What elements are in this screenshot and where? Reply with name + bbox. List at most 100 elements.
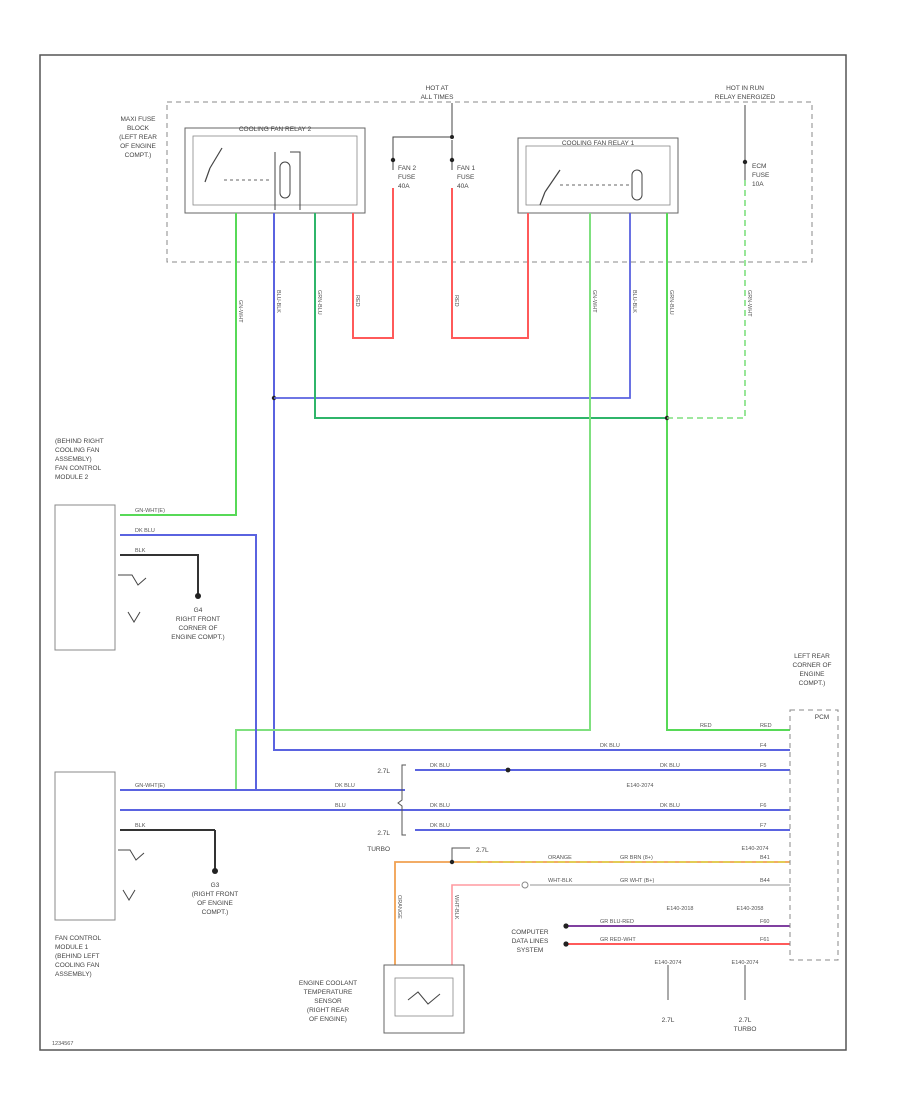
- g3-ground-label: G3 (RIGHT FRONT OF ENGINE COMPT.): [192, 882, 238, 916]
- pcm-box: [789, 709, 839, 961]
- ecm-fuse: ECM FUSE 10A: [742, 105, 770, 188]
- cooling-fan-relay-1: COOLING FAN RELAY 1: [517, 137, 679, 214]
- svg-text:40A: 40A: [457, 183, 469, 190]
- svg-text:(BEHIND LEFT: (BEHIND LEFT: [55, 953, 99, 960]
- fan-module-1-box: [54, 771, 116, 921]
- svg-text:ASSEMBLY): ASSEMBLY): [55, 971, 92, 978]
- wire-blue-module2: [120, 534, 257, 791]
- pcm-row5-a: DK BLU: [430, 823, 450, 829]
- svg-text:G4: G4: [194, 607, 203, 614]
- pcm-row4-c: F6: [760, 803, 766, 809]
- wire-label-mod1-3: BLU: [335, 803, 346, 809]
- wire-label-green-relay1: GN-WHT: [591, 290, 597, 313]
- pcm-row1-b: RED: [760, 723, 772, 729]
- svg-text:G3: G3: [211, 882, 220, 889]
- wire-label-green-dash: GRN-WHT: [746, 290, 752, 317]
- pcm-row7-c: B44: [760, 878, 770, 884]
- pcm-row5-b: F7: [760, 823, 766, 829]
- engine-2l-turbo-label-a2: TURBO: [367, 846, 390, 853]
- engine-2l-turbo-label-b2: TURBO: [734, 1026, 757, 1033]
- pcm-row9-a: GR RED-WHT: [600, 937, 636, 943]
- ect-sensor-label: ENGINE COOLANT TEMPERATURE SENSOR (RIGHT…: [299, 980, 357, 1023]
- engine-2l-label-ect: 2.7L: [476, 847, 489, 854]
- pcm-row6-c: B41: [760, 855, 770, 861]
- svg-text:ECM: ECM: [752, 163, 766, 170]
- computer-data-label: COMPUTER DATA LINES SYSTEM: [511, 929, 549, 954]
- wire-blue-relay2: [271, 213, 790, 751]
- wire-label-green-relay2: GN-WHT: [237, 300, 243, 323]
- fan-module-2-box: [54, 504, 116, 651]
- wire-label-green-pcm: GRN-BLU: [668, 290, 674, 315]
- module1-switch: [118, 849, 145, 901]
- svg-text:TEMPERATURE: TEMPERATURE: [304, 989, 353, 996]
- svg-text:COMPUTER: COMPUTER: [511, 929, 549, 936]
- engine-note-6: E140-2074: [732, 960, 759, 966]
- pcm-row4-b: DK BLU: [660, 803, 680, 809]
- svg-text:FAN 1: FAN 1: [457, 165, 475, 172]
- svg-text:OF ENGINE: OF ENGINE: [197, 900, 233, 907]
- svg-text:RIGHT FRONT: RIGHT FRONT: [176, 616, 220, 623]
- fan1-fuse: FAN 1 FUSE 40A: [449, 140, 475, 190]
- svg-text:DATA LINES: DATA LINES: [512, 938, 549, 945]
- wire-green-pcm: [664, 213, 790, 731]
- wire-label-mod1-1: GN-WHT(E): [135, 783, 165, 789]
- fan-module-2-label: (BEHIND RIGHT COOLING FAN ASSEMBLY) FAN …: [55, 438, 104, 481]
- pcm-row2-a: DK BLU: [600, 743, 620, 749]
- wire-label-ect-orange: ORANGE: [396, 895, 402, 919]
- wire-green-relay2: [120, 213, 237, 516]
- svg-text:10A: 10A: [752, 181, 764, 188]
- pcm-rows: [120, 767, 790, 1000]
- wire-black-relay1: [274, 213, 631, 399]
- wire-label-red-fan1: RED: [453, 295, 459, 307]
- wire-label-mod1-4: BLK: [135, 823, 146, 829]
- svg-text:COOLING FAN: COOLING FAN: [55, 962, 100, 969]
- engine-2l-turbo-label-b1: 2.7L: [739, 1017, 752, 1024]
- ect-sensor-box: [383, 964, 465, 1034]
- svg-text:SENSOR: SENSOR: [314, 998, 342, 1005]
- wire-label-red-fan2: RED: [354, 295, 360, 307]
- maxi-fuse-block-box: [166, 101, 813, 263]
- svg-text:COMPT.): COMPT.): [799, 680, 826, 687]
- pcm-row3-a: DK BLU: [430, 763, 450, 769]
- module2-switch: [118, 574, 147, 623]
- svg-text:FUSE: FUSE: [752, 172, 770, 179]
- hot-in-run-label-1: HOT IN RUN: [726, 85, 764, 92]
- svg-text:40A: 40A: [398, 183, 410, 190]
- engine-2l-label-a: 2.7L: [377, 768, 390, 775]
- svg-text:FUSE: FUSE: [398, 174, 416, 181]
- svg-text:OF ENGINE: OF ENGINE: [120, 143, 156, 150]
- svg-text:FAN CONTROL: FAN CONTROL: [55, 935, 102, 942]
- pcm-row3-c: F5: [760, 763, 766, 769]
- ect-thermistor: [407, 991, 441, 1005]
- wire-black-module2-ground: [120, 554, 201, 599]
- wire-label-blue-relay2: BLU-BLK: [275, 290, 281, 313]
- svg-text:LEFT REAR: LEFT REAR: [794, 653, 830, 660]
- svg-text:SYSTEM: SYSTEM: [517, 947, 544, 954]
- svg-text:FAN CONTROL: FAN CONTROL: [55, 465, 102, 472]
- hot-in-run-label-2: RELAY ENERGIZED: [715, 94, 776, 101]
- svg-text:COOLING FAN RELAY 2: COOLING FAN RELAY 2: [239, 126, 312, 133]
- document-id: 1234567: [52, 1041, 73, 1047]
- svg-text:(RIGHT REAR: (RIGHT REAR: [307, 1007, 349, 1014]
- pcm-row6-a: ORANGE: [548, 855, 572, 861]
- pcm-row8-a: GR BLU-RED: [600, 919, 634, 925]
- engine-2l-turbo-label-a1: 2.7L: [377, 830, 390, 837]
- pcm-row7-b: GR WHT (B+): [620, 878, 654, 884]
- pcm-row6-b: GR BRN (8+): [620, 855, 653, 861]
- svg-text:ENGINE: ENGINE: [800, 671, 826, 678]
- engine-note-5: E140-2074: [655, 960, 682, 966]
- svg-text:(RIGHT FRONT: (RIGHT FRONT: [192, 891, 238, 898]
- wire-label-ect-white: WHT-BLK: [453, 895, 459, 920]
- pcm-row9-b: F61: [760, 937, 769, 943]
- cooling-fan-relay-2: COOLING FAN RELAY 2: [184, 126, 366, 214]
- svg-text:(BEHIND RIGHT: (BEHIND RIGHT: [55, 438, 104, 445]
- ect-sensor-inner: [394, 977, 454, 1017]
- wire-label-mod1-2: DK BLU: [335, 783, 355, 789]
- svg-text:ENGINE COMPT.): ENGINE COMPT.): [171, 634, 224, 641]
- pcm-row3-b: DK BLU: [660, 763, 680, 769]
- pcm-label: PCM: [815, 714, 829, 721]
- hot-bus-splice: [450, 135, 454, 139]
- svg-text:CORNER OF: CORNER OF: [793, 662, 832, 669]
- pcm-row2-b: F4: [760, 743, 766, 749]
- svg-text:MAXI FUSE: MAXI FUSE: [120, 116, 156, 123]
